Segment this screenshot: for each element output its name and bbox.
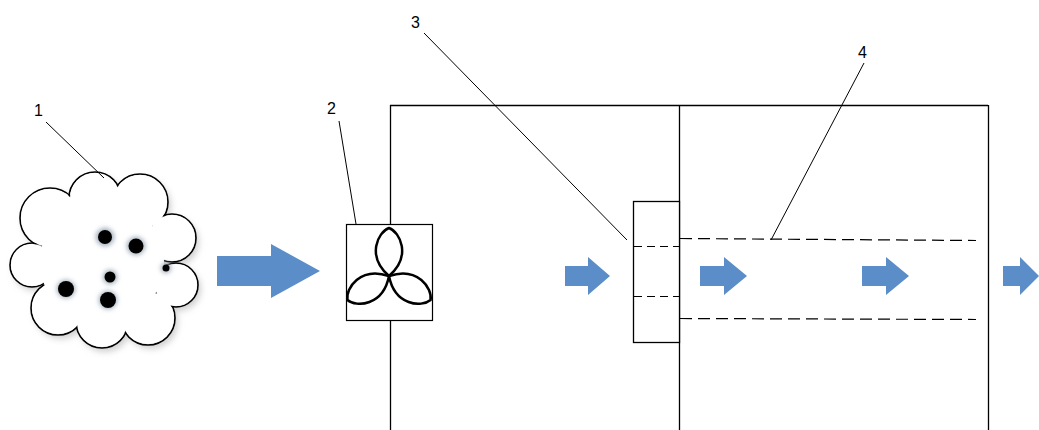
housing-wall (390, 105, 989, 430)
filter-block (634, 202, 680, 343)
callout-number: 4 (858, 44, 867, 62)
fan-unit (341, 225, 437, 321)
callout-number: 2 (327, 100, 336, 118)
particle-cloud (10, 172, 201, 352)
leader-line (46, 33, 864, 240)
callout-number: 1 (34, 102, 43, 120)
flow-channel (680, 239, 976, 320)
callout-number: 3 (411, 14, 420, 32)
flow-arrow (565, 257, 1039, 295)
flow-arrow (217, 244, 320, 298)
